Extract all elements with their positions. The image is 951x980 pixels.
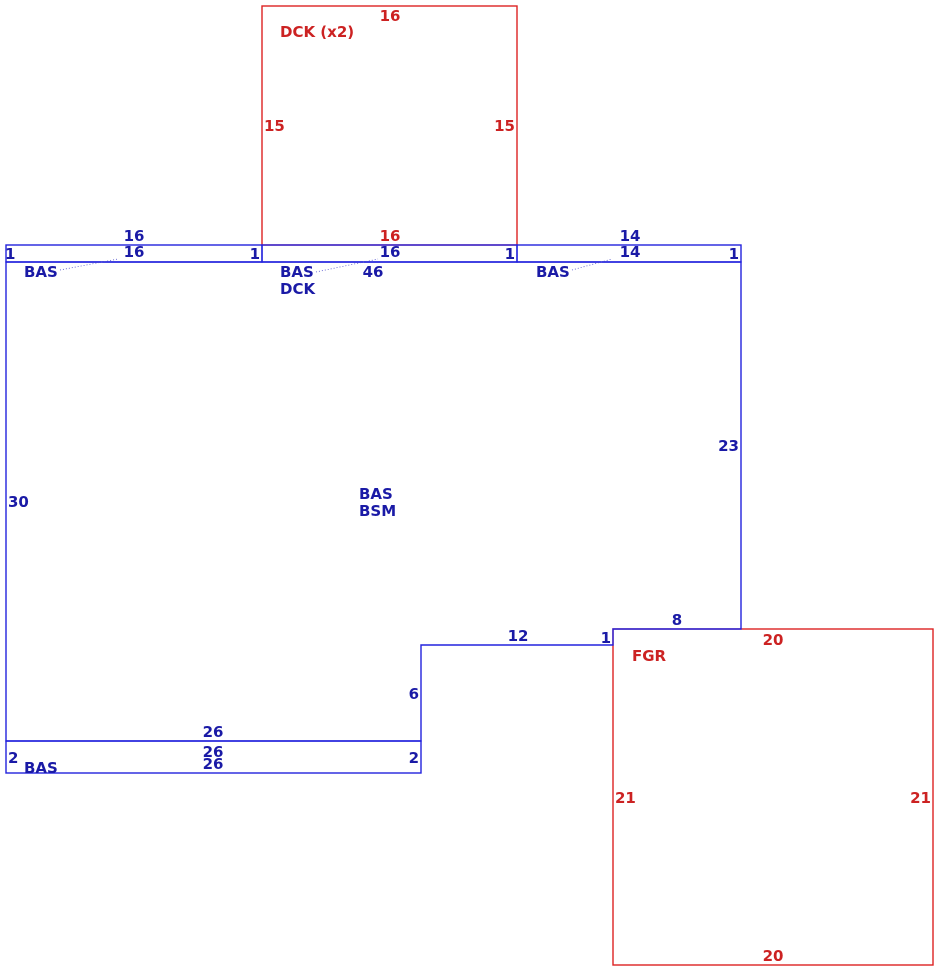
deck-top-dim: 16 <box>380 7 401 25</box>
deck-right-dim: 15 <box>494 117 515 135</box>
strip-right-top-outer-dim: 14 <box>620 227 641 245</box>
strip-mid-top-dim: 16 <box>380 243 401 261</box>
strip-bottom-bottom-dim: 26 <box>203 755 224 773</box>
strip-left-top-inner-dim: 16 <box>124 243 145 261</box>
leader-left <box>59 258 119 271</box>
inner-wall-dim: 6 <box>409 685 419 703</box>
main-bsm-label: BSM <box>359 502 396 520</box>
main-top-overall-dim: 46 <box>363 263 384 281</box>
strip-mid-dck-label: DCK <box>280 280 316 298</box>
strip-left-top-outer-dim: 16 <box>124 227 145 245</box>
deck-label: DCK (x2) <box>280 23 354 41</box>
strip-bottom-right-dim: 2 <box>409 749 419 767</box>
main-bas-label: BAS <box>359 485 393 503</box>
strip-mid-right-dim: 1 <box>505 245 515 263</box>
strip-left-end-right-dim: 1 <box>250 245 260 263</box>
garage-bottom-dim: 20 <box>763 947 784 965</box>
left-wall-dim: 30 <box>8 493 29 511</box>
garage-right-dim: 21 <box>910 789 931 807</box>
step-end-dim: 1 <box>601 629 611 647</box>
step-mid-dim: 12 <box>508 627 529 645</box>
leader-right <box>571 258 613 271</box>
strip-bottom-label: BAS <box>24 759 58 777</box>
garage-outline <box>612 628 934 966</box>
strip-bottom-outline <box>5 740 422 774</box>
garage-label: FGR <box>632 647 667 665</box>
step-top-dim: 8 <box>672 611 682 629</box>
strip-bottom-left-dim: 2 <box>8 749 18 767</box>
strip-right-end-dim: 1 <box>729 245 739 263</box>
garage-left-dim: 21 <box>615 789 636 807</box>
strip-mid-bas-label: BAS <box>280 263 314 281</box>
strip-bottom-top-dim: 26 <box>203 743 224 761</box>
garage-top-dim: 20 <box>763 631 784 649</box>
strip-right-label: BAS <box>536 263 570 281</box>
strip-right-top-inner-dim: 14 <box>620 243 641 261</box>
right-wall-dim: 23 <box>718 437 739 455</box>
deck-bottom-dim: 16 <box>380 227 401 245</box>
strip-left-end-left-dim: 1 <box>5 245 15 263</box>
deck-outline <box>261 5 518 246</box>
strip-left-label: BAS <box>24 263 58 281</box>
bottom-wall-dim: 26 <box>203 723 224 741</box>
strip-right-outline <box>516 244 742 263</box>
deck-left-dim: 15 <box>264 117 285 135</box>
